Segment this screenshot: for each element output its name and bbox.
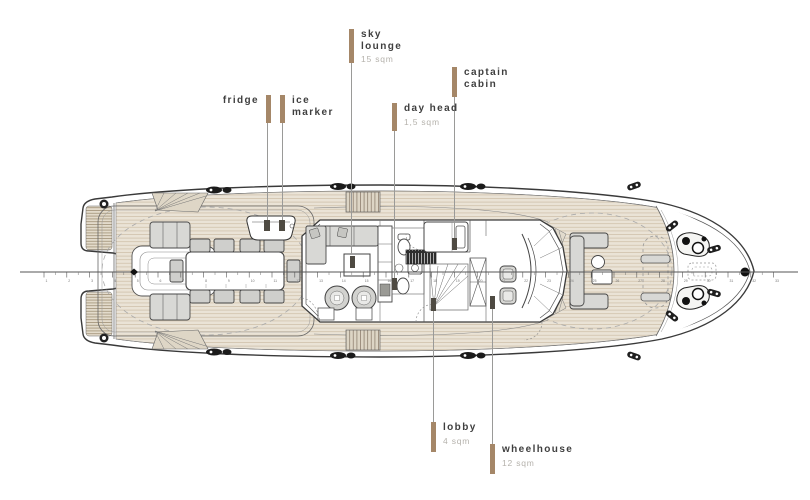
leader-line-ice-marker [282,123,283,222]
fridge-ice-console [246,215,296,241]
label-captain-cabin: captain cabin [452,67,509,97]
svg-text:29: 29 [684,279,688,283]
svg-text:10: 10 [251,279,255,283]
svg-text:23: 23 [547,279,551,283]
leader-bar [490,444,495,474]
label-title: ice marker [292,95,334,118]
leader-endpoint-day-head [392,278,397,290]
leader-endpoint-ice-marker [279,220,285,231]
bow-cleats [627,181,721,361]
label-title: wheelhouse [502,444,574,455]
leader-line-day-head [394,131,395,278]
svg-text:14: 14 [342,279,346,283]
label-title: lobby [443,422,477,433]
svg-text:33: 33 [775,279,779,283]
leader-line-lobby [433,311,434,422]
leader-bar [431,422,436,452]
svg-text:28: 28 [661,279,665,283]
ruler-diamond-marker [130,268,138,276]
label-area: 15 sqm [361,54,394,64]
svg-text:31: 31 [730,279,734,283]
leader-endpoint-captain-cabin [452,238,457,250]
svg-text:32: 32 [752,279,756,283]
coffee-table [343,253,371,277]
leader-line-sky-lounge [351,63,352,254]
label-title: captain cabin [464,67,509,90]
leader-line-captain-cabin [454,97,455,240]
svg-text:9: 9 [228,279,230,283]
leader-endpoint-lobby [431,298,436,311]
label-area: 4 sqm [443,435,471,446]
svg-text:27: 27 [638,279,642,283]
svg-text:7: 7 [182,279,184,283]
leader-endpoint-fridge [264,220,270,231]
label-title: fridge [222,95,259,106]
label-title: sky lounge [361,29,403,52]
foredeck [569,181,750,361]
svg-text:6: 6 [160,279,162,283]
svg-text:11: 11 [274,279,278,283]
svg-text:17: 17 [410,279,414,283]
svg-text:26: 26 [616,279,620,283]
svg-text:13: 13 [319,279,323,283]
svg-text:12: 12 [296,279,300,283]
svg-text:24: 24 [570,279,574,283]
leader-bar [452,67,457,97]
label-fridge: fridge [223,95,271,123]
svg-text:18: 18 [433,279,437,283]
leader-endpoint-wheelhouse [490,296,495,309]
svg-text:21: 21 [502,279,506,283]
leader-endpoint-sky-lounge [350,256,355,268]
label-ice-marker: ice marker [280,95,334,123]
svg-text:4: 4 [114,279,116,283]
svg-text:5: 5 [137,279,139,283]
svg-text:16: 16 [388,279,392,283]
svg-text:20: 20 [479,279,483,283]
dining-table [185,251,285,291]
helm-station [499,233,537,309]
foredeck-table [591,255,605,269]
side-deck-stairs [206,183,567,359]
label-lobby: lobby 4 sqm [431,422,477,452]
svg-text:3: 3 [91,279,93,283]
label-sky-lounge: sky lounge 15 sqm [349,29,402,64]
svg-text:8: 8 [205,279,207,283]
leader-line-wheelhouse [492,309,493,444]
label-area: 12 sqm [502,457,535,468]
leader-bar [266,95,271,123]
captain-cabin-bed [423,221,469,253]
leader-line-fridge [267,123,268,222]
leader-bar [392,103,397,131]
svg-text:30: 30 [707,279,711,283]
svg-text:2: 2 [68,279,70,283]
leader-bar [280,95,285,123]
svg-text:1: 1 [46,279,48,283]
label-area: 1,5 sqm [404,116,440,127]
svg-text:15: 15 [365,279,369,283]
svg-text:25: 25 [593,279,597,283]
label-wheelhouse: wheelhouse 12 sqm [490,444,573,474]
label-day-head: day head 1,5 sqm [392,103,459,131]
label-title: day head [404,103,459,114]
leader-bar [349,29,354,63]
lift-shaft [469,257,487,307]
svg-text:19: 19 [456,279,460,283]
svg-text:22: 22 [524,279,528,283]
anchor-windlass [676,232,710,310]
aft-deck-furniture [99,192,301,350]
